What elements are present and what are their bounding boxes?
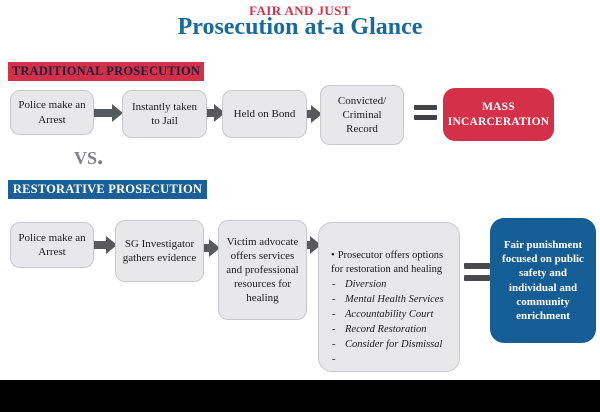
footer-bar bbox=[0, 380, 600, 412]
arrow-head bbox=[310, 236, 321, 254]
page-title: Prosecution at-a Glance bbox=[177, 14, 423, 40]
option-item: -Consider for Dismissal bbox=[331, 338, 451, 353]
restorative-result-box: Fair punishment focused on public safety… bbox=[490, 218, 596, 343]
vs-label: vs. bbox=[74, 143, 104, 170]
option-item: -Mental Health Services bbox=[331, 293, 451, 308]
arrow-head bbox=[209, 239, 220, 257]
traditional-result-box: MASS INCARCERATION bbox=[443, 88, 554, 141]
option-item-label: Consider for Dismissal bbox=[345, 338, 443, 350]
equals-icon bbox=[464, 263, 490, 281]
equals-bar bbox=[464, 263, 490, 269]
equals-bar bbox=[414, 115, 437, 120]
restorative-step-advocate: Victim advocate offers services and prof… bbox=[218, 220, 307, 320]
equals-bar bbox=[414, 105, 437, 110]
option-item-label: Accountability Court bbox=[345, 309, 434, 321]
option-item: -Record Restoration bbox=[331, 323, 451, 338]
option-item: -Diversion bbox=[331, 278, 451, 293]
option-item-label: Diversion bbox=[345, 279, 387, 291]
restorative-step-arrest: Police make an Arrest bbox=[10, 222, 94, 268]
arrow-head bbox=[112, 104, 123, 122]
dash-icon: - bbox=[332, 338, 336, 350]
arrow-body bbox=[93, 109, 112, 117]
option-item: -Accountability Court bbox=[331, 308, 451, 323]
arrow-body bbox=[202, 109, 214, 117]
prosecutor-options-intro: •Prosecutor offers options for restorati… bbox=[331, 249, 451, 276]
flow-arrow-icon bbox=[93, 104, 123, 122]
eyebrow-title: FAIR AND JUST bbox=[249, 3, 351, 18]
dash-icon: - bbox=[332, 294, 336, 306]
dash-icon: - bbox=[332, 353, 336, 365]
dash-icon: - bbox=[332, 279, 336, 291]
traditional-section-header: TRADITIONAL PROSECUTION bbox=[8, 62, 204, 81]
dash-icon: - bbox=[332, 324, 336, 335]
restorative-section-header: RESTORATIVE PROSECUTION bbox=[8, 180, 207, 199]
restorative-step-investigator: SG Investigator gathers evidence bbox=[115, 220, 204, 282]
equals-icon bbox=[414, 105, 437, 120]
traditional-step-arrest: Police make an Arrest bbox=[10, 90, 94, 135]
arrow-head bbox=[106, 236, 117, 254]
option-item: - bbox=[331, 353, 451, 368]
traditional-step-jail: Instantly taken to Jail bbox=[122, 90, 207, 138]
arrow-head bbox=[311, 105, 322, 123]
option-item-label: Mental Health Services bbox=[345, 294, 444, 306]
option-item-label: Record Restoration bbox=[345, 324, 427, 335]
bullet-icon: • bbox=[331, 250, 335, 261]
arrow-body bbox=[93, 241, 106, 249]
traditional-step-record: Convicted/ Criminal Record bbox=[320, 85, 404, 145]
restorative-options-box: •Prosecutor offers options for restorati… bbox=[318, 222, 460, 372]
prosecutor-options-intro-text: Prosecutor offers options for restoratio… bbox=[331, 250, 444, 275]
option-item-label bbox=[345, 353, 451, 368]
equals-bar bbox=[464, 275, 490, 281]
flow-arrow-icon bbox=[202, 104, 225, 122]
flow-arrow-icon bbox=[93, 236, 117, 254]
traditional-step-bond: Held on Bond bbox=[222, 90, 307, 138]
dash-icon: - bbox=[332, 309, 336, 321]
arrow-head bbox=[214, 104, 225, 122]
